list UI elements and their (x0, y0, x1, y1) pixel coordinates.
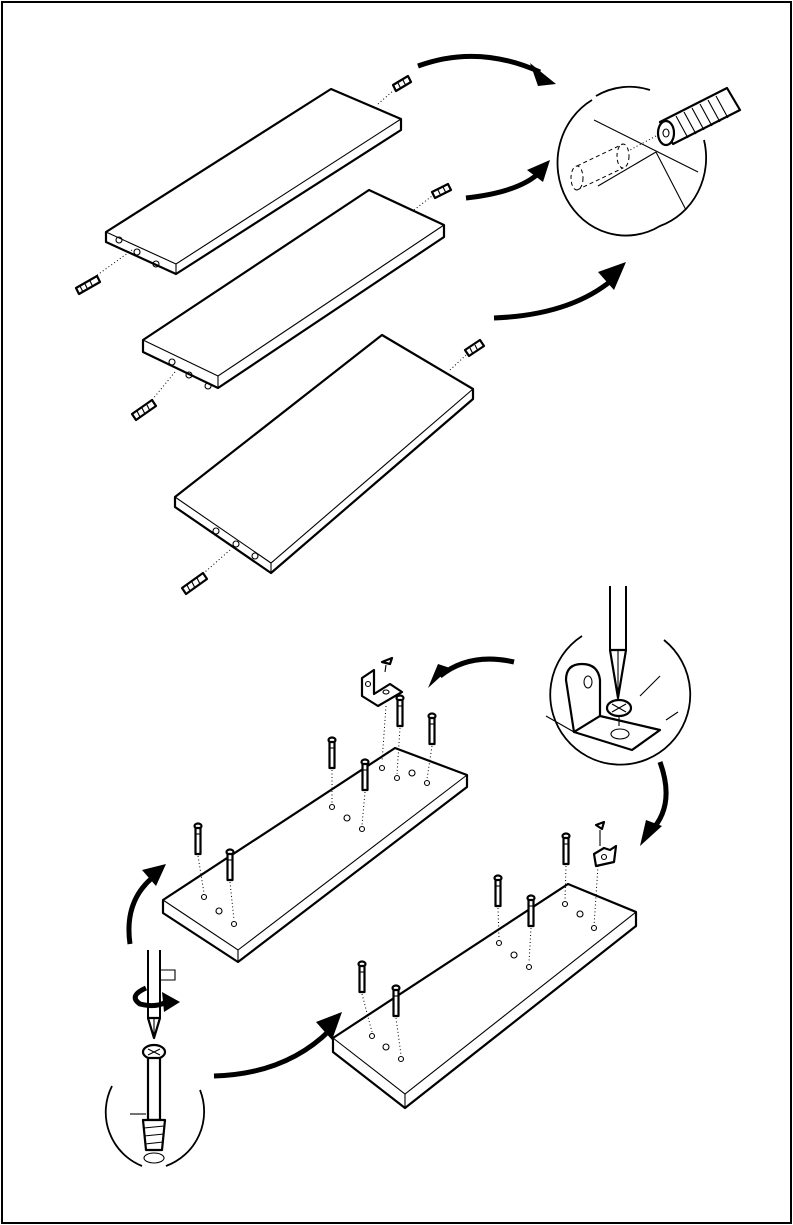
arrow-to-dowel-detail-2 (466, 160, 550, 198)
base-board-upper (163, 748, 467, 962)
dowel-right-1 (378, 76, 411, 104)
l-bracket-upper (362, 658, 402, 762)
arrow-to-dowel-detail-3 (494, 262, 626, 318)
dowel-right-2 (414, 184, 451, 210)
dowel-left-2 (132, 372, 175, 420)
l-bracket-screw-detail (546, 586, 690, 765)
arrow-to-lower-board (214, 1012, 342, 1076)
dowel-left-1 (76, 250, 132, 294)
dowel-left-3 (182, 550, 230, 594)
arrow-to-bracket-position (428, 659, 514, 688)
base-board-lower (333, 884, 636, 1108)
dowel-insertion-detail (557, 87, 740, 236)
arrow-bracket-detail-down (640, 762, 666, 846)
arrow-to-upper-board (129, 864, 166, 944)
cam-bolt-screwdriver-detail (106, 950, 204, 1166)
dowel-right-3 (450, 340, 484, 370)
arrow-to-dowel-detail-1 (418, 56, 556, 86)
